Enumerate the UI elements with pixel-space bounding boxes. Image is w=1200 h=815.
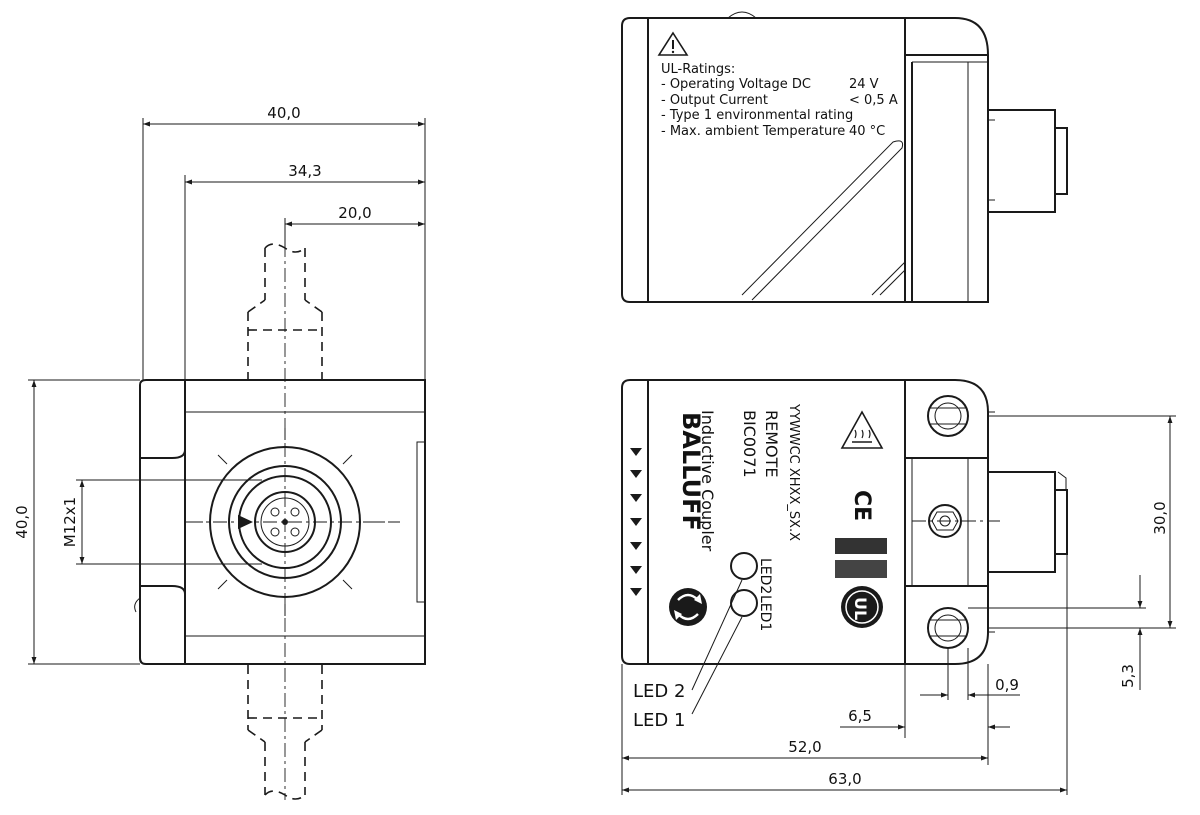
dim-hole-spacing: 30,0 (1151, 501, 1169, 534)
dim-front-width-body: 34,3 (288, 162, 321, 180)
ul-row-value-0: 24 V (849, 77, 879, 92)
front-side-groove (416, 441, 426, 603)
top-connector-stub (988, 109, 1056, 213)
dim-length-total: 63,0 (828, 770, 861, 788)
product-type: Inductive Coupler (698, 410, 717, 552)
dim-length-body: 52,0 (788, 738, 821, 756)
dim-front-height: 40,0 (13, 505, 31, 538)
product-code: YYWWCC XHXX_SX.X (786, 403, 801, 541)
balluff-logo-icon: BALLUFF (677, 412, 705, 531)
callout-led1: LED 1 (633, 710, 685, 731)
top-housing (621, 17, 906, 303)
dim-front-thread: M12x1 (61, 497, 79, 547)
front-housing (139, 379, 426, 665)
mounting-hole-top (927, 395, 969, 437)
hot-surface-icon (840, 410, 884, 449)
grip-ridges (630, 448, 642, 596)
led2-label: LED2 (757, 558, 773, 594)
callout-led2: LED 2 (633, 681, 685, 702)
dim-flange: 6,5 (848, 707, 872, 725)
front-dimensions: 40,0 34,3 20,0 40,0 M12x1 (13, 104, 426, 665)
ul-mark-icon: UL (841, 586, 883, 628)
dim-hole-offset: 5,3 (1119, 664, 1137, 688)
ul-row-name-2: - Type 1 environmental rating (661, 108, 853, 123)
stamp-2 (835, 560, 887, 578)
ul-row-value-1: < 0,5 A (849, 93, 898, 108)
product-model: BIC0071 (740, 410, 759, 478)
ce-mark-icon: CE (849, 490, 874, 521)
led1-indicator (730, 589, 758, 617)
led1-label: LED1 (757, 595, 773, 631)
ul-row-value-3: 40 °C (849, 124, 885, 139)
front-view (134, 218, 426, 800)
dim-front-width-total: 40,0 (267, 104, 300, 122)
stamp-1 (835, 538, 887, 554)
side-housing (621, 379, 906, 665)
warning-triangle-icon (657, 31, 689, 56)
ul-heading: UL-Ratings: (661, 62, 735, 77)
side-dimensions: 30,0 5,3 0,9 6,5 52,0 63,0 (621, 415, 1176, 795)
ul-row-name-1: - Output Current (661, 93, 768, 108)
side-connector-stub (988, 471, 1056, 573)
led2-indicator (730, 552, 758, 580)
balluff-round-logo-icon (669, 588, 707, 626)
mounting-hole-bottom (927, 607, 969, 649)
dim-small: 0,9 (995, 676, 1019, 694)
svg-text:UL: UL (851, 597, 870, 620)
ul-ratings-label: UL-Ratings: - Operating Voltage DC 24 V … (661, 62, 898, 139)
top-view (621, 11, 1068, 303)
ul-row-name-0: - Operating Voltage DC (661, 77, 811, 92)
side-flange (904, 379, 989, 665)
ul-row-name-3: - Max. ambient Temperature (661, 124, 845, 139)
side-view: BALLUFF Inductive Coupler BIC0071 REMOTE… (621, 379, 1068, 731)
product-variant: REMOTE (762, 410, 781, 478)
dim-front-connector-offset: 20,0 (338, 204, 371, 222)
